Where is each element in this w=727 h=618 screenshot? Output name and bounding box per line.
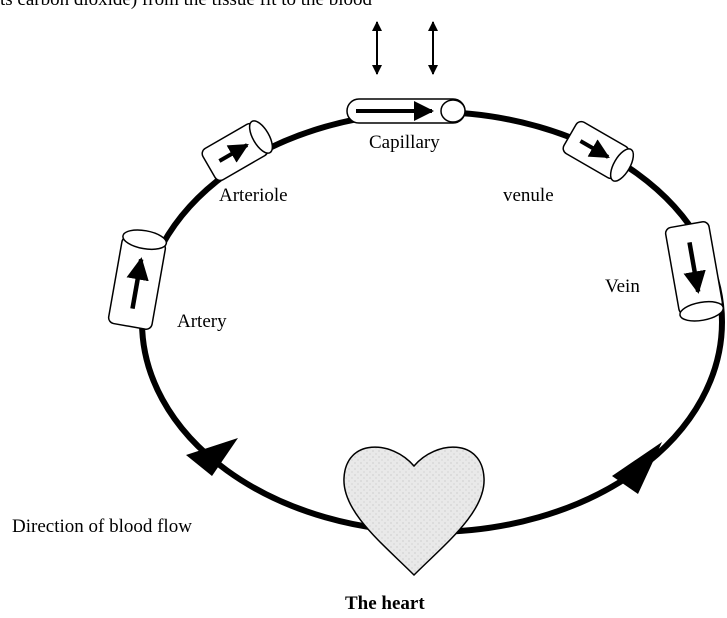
artery-vessel: [108, 227, 168, 330]
exchange-arrows: [377, 22, 433, 74]
capillary-label: Capillary: [369, 133, 440, 152]
vein-label: Vein: [605, 277, 640, 296]
artery-label: Artery: [177, 312, 227, 331]
venule-label: venule: [503, 186, 554, 205]
flow-arrow-right: [612, 442, 662, 494]
arteriole-label: Arteriole: [219, 186, 288, 205]
capillary-vessel: [347, 99, 465, 123]
direction-label: Direction of blood flow: [12, 517, 192, 536]
vein-vessel: [665, 221, 725, 324]
heart-label: The heart: [345, 594, 425, 613]
venule-vessel: [561, 119, 638, 184]
arteriole-vessel: [200, 117, 277, 182]
heart-shape: [344, 447, 484, 575]
